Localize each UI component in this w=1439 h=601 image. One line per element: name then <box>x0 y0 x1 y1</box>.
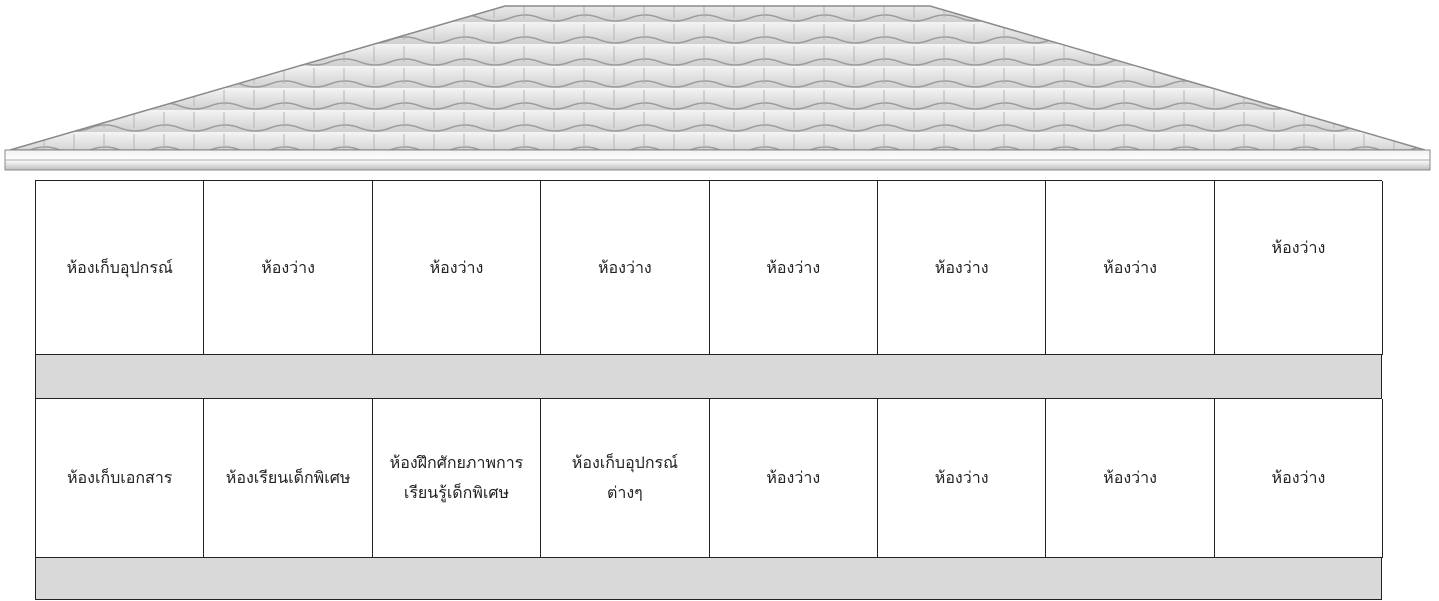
roof-tiles <box>9 5 1426 151</box>
roof <box>4 5 1431 171</box>
room-lower-3: ห้องฝึกศักยภาพการ เรียนรู้เด็กพิเศษ <box>372 399 542 558</box>
room-lower-4: ห้องเก็บอุปกรณ์ ต่างๆ <box>541 399 710 558</box>
room-lower-2: ห้องเรียนเด็กพิเศษ <box>204 399 373 558</box>
room-lower-1: ห้องเก็บเอกสาร <box>36 399 205 558</box>
room-label: ห้องว่าง <box>1103 257 1157 277</box>
room-upper-1: ห้องเก็บอุปกรณ์ <box>36 181 205 355</box>
corridor-lower <box>35 557 1382 600</box>
room-lower-5: ห้องว่าง <box>709 399 878 558</box>
room-label: ห้องว่าง <box>1103 468 1157 487</box>
room-lower-8: ห้องว่าง <box>1214 399 1384 558</box>
room-label: ห้องเรียนเด็กพิเศษ <box>225 468 351 487</box>
corridor-upper <box>35 354 1382 399</box>
room-upper-2: ห้องว่าง <box>204 181 373 355</box>
room-upper-4: ห้องว่าง <box>541 181 710 355</box>
room-label: ห้องว่าง <box>934 257 989 277</box>
room-label: ห้องว่าง <box>597 257 652 277</box>
room-label: ห้องว่าง <box>766 257 821 277</box>
room-upper-8: ห้องว่าง <box>1214 181 1384 355</box>
room-label: ห้องว่าง <box>261 257 315 277</box>
room-upper-3: ห้องว่าง <box>372 181 542 355</box>
room-label: ห้องว่าง <box>1271 238 1326 257</box>
lower-floor: ห้องเก็บเอกสาร ห้องเรียนเด็กพิเศษ ห้องฝึ… <box>35 398 1384 558</box>
room-label: ห้องว่าง <box>934 468 989 487</box>
room-label: ห้องฝึกศักยภาพการ เรียนรู้เด็กพิเศษ <box>389 453 524 502</box>
room-label: ห้องว่าง <box>766 468 821 487</box>
room-label: ห้องเก็บอุปกรณ์ ต่างๆ <box>571 453 678 502</box>
room-lower-7: ห้องว่าง <box>1046 399 1215 558</box>
room-upper-5: ห้องว่าง <box>709 181 878 355</box>
room-label: ห้องเก็บอุปกรณ์ <box>66 257 173 277</box>
room-lower-6: ห้องว่าง <box>877 399 1047 558</box>
room-upper-7: ห้องว่าง <box>1046 181 1215 355</box>
room-label: ห้องว่าง <box>1271 468 1326 487</box>
room-label: ห้องว่าง <box>429 257 484 277</box>
room-label: ห้องเก็บเอกสาร <box>67 468 173 487</box>
upper-floor: ห้องเก็บอุปกรณ์ ห้องว่าง ห้องว่าง ห้องว่… <box>35 180 1384 355</box>
room-upper-6: ห้องว่าง <box>877 181 1047 355</box>
